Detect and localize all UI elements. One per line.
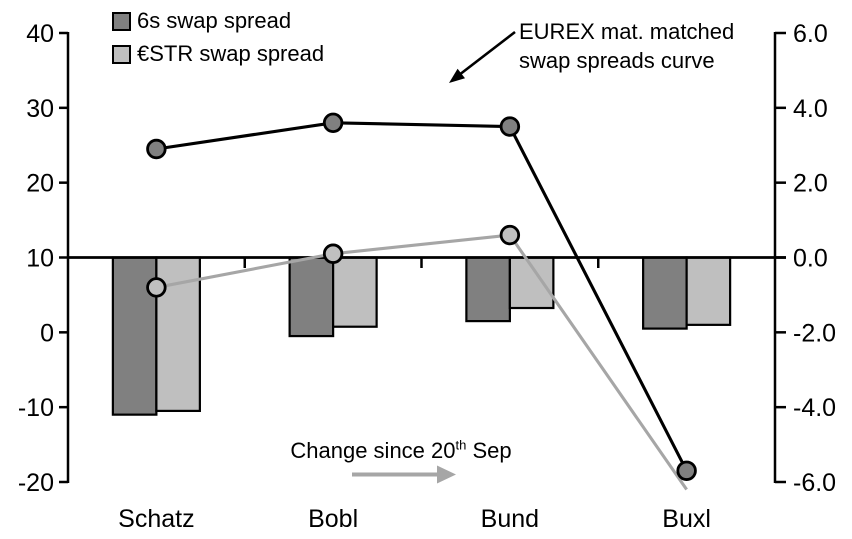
category-label-bobl: Bobl <box>308 505 358 533</box>
marker-estr-bobl <box>322 243 344 264</box>
marker-estr-schatz <box>146 277 167 298</box>
right-axis-label: -4.0 <box>793 394 836 422</box>
left-axis-label: 30 <box>26 95 54 123</box>
legend-swatch-estr-icon <box>112 44 131 64</box>
legend-label-6s: 6s swap spread <box>137 8 292 33</box>
left-axis-label: -10 <box>18 394 54 422</box>
category-label-buxl: Buxl <box>662 505 711 533</box>
bar-estr-bobl <box>332 256 378 328</box>
annotation-eurex-curve: EUREX mat. matched swap spreads curve <box>519 17 734 75</box>
left-axis-label: 10 <box>26 245 54 273</box>
right-axis-label: 4.0 <box>793 95 828 123</box>
marker-6s-schatz <box>146 138 167 160</box>
right-axis-label: 0.0 <box>793 245 828 273</box>
eurex-arrow-line-icon <box>460 30 516 75</box>
bar-6s-bund <box>465 256 511 323</box>
annotation-change-prefix: Change since 20 <box>290 438 456 463</box>
legend-item-estr: €STR swap spread <box>112 42 324 66</box>
line-estr-curve <box>156 233 688 491</box>
eurex-arrowhead-icon <box>449 68 465 83</box>
annotation-eurex-line1: EUREX mat. matched <box>519 19 735 44</box>
change-arrowhead-icon <box>437 465 456 484</box>
legend-item-6s: 6s swap spread <box>112 9 324 33</box>
annotation-change-suffix: Sep <box>466 438 512 463</box>
line-6s-curve <box>156 121 689 472</box>
bar-6s-buxl <box>642 256 688 330</box>
right-axis-label: -2.0 <box>793 319 836 347</box>
left-axis-label: 40 <box>26 20 54 48</box>
right-axis-label: 2.0 <box>793 170 828 198</box>
annotation-change-since: Change since 20th Sep <box>281 438 521 464</box>
marker-6s-bund <box>499 116 521 137</box>
category-label-schatz: Schatz <box>118 505 194 533</box>
legend-label-estr: €STR swap spread <box>137 41 325 66</box>
right-axis-label: 6.0 <box>793 20 828 48</box>
right-axis-label: -6.0 <box>793 469 836 497</box>
annotation-eurex-line2: swap spreads curve <box>519 48 715 73</box>
legend-swatch-6s-icon <box>112 11 131 31</box>
category-label-bund: Bund <box>481 505 539 533</box>
legend: 6s swap spread €STR swap spread <box>112 9 324 75</box>
left-axis-label: -20 <box>18 469 54 497</box>
marker-6s-bobl <box>322 112 344 134</box>
marker-6s-buxl <box>676 460 697 481</box>
left-axis-label: 20 <box>26 170 54 198</box>
marker-estr-bund <box>499 224 521 246</box>
bar-estr-buxl <box>685 256 732 326</box>
bar-6s-bobl <box>288 256 335 338</box>
annotation-change-superscript: th <box>455 437 467 453</box>
left-axis-label: 0 <box>40 319 54 347</box>
